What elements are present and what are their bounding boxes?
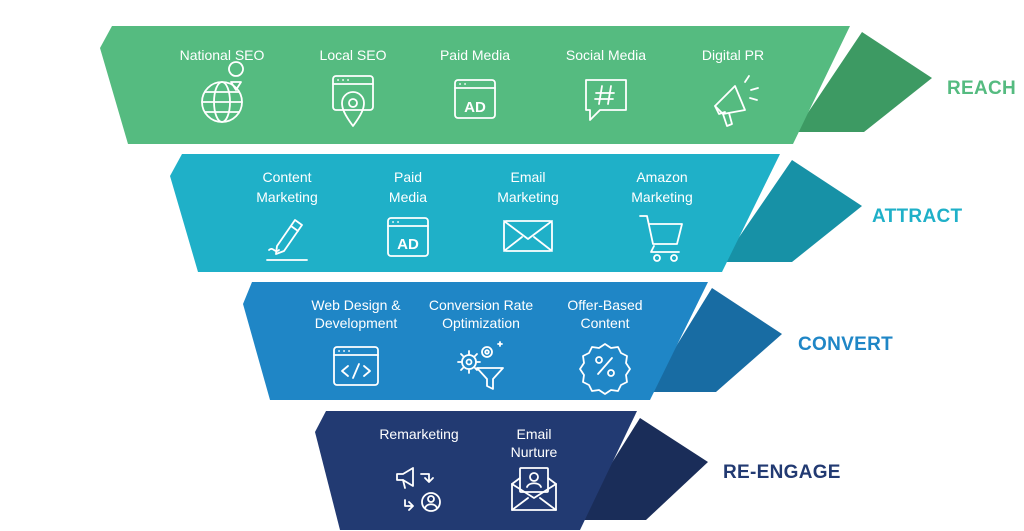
tier-convert-label: CONVERT (798, 334, 893, 355)
item-label-email-marketing-2: Marketing (497, 189, 558, 205)
item-label-email-nurture-2: Nurture (511, 444, 558, 460)
svg-text:AD: AD (464, 99, 486, 116)
tier-re-engage: RE-ENGAGE Remarketing Email Nurture (315, 411, 841, 530)
item-label-web-design-1: Web Design & (311, 297, 401, 313)
ad-window-icon: AD (454, 79, 496, 119)
item-label-email-marketing-1: Email (510, 169, 545, 185)
item-label-cro-1: Conversion Rate (429, 297, 533, 313)
item-label-paid-media: Paid Media (440, 47, 510, 63)
tier-reach-label: REACH (947, 78, 1016, 99)
tier-reach: REACH National SEO Local SEO Paid Media … (100, 26, 1016, 144)
gears-funnel-icon (457, 341, 504, 390)
item-label-amazon-marketing-2: Marketing (631, 189, 692, 205)
item-label-offer-content-2: Content (580, 315, 629, 331)
item-label-content-marketing-2: Marketing (256, 189, 317, 205)
item-label-email-nurture-1: Email (516, 426, 551, 442)
item-label-amazon-marketing-1: Amazon (636, 169, 687, 185)
hashtag-bubble-icon (585, 79, 627, 121)
tier-attract-shadow-band (722, 160, 862, 262)
item-label-content-marketing-1: Content (262, 169, 311, 185)
shopping-cart-icon (639, 215, 683, 262)
tier-attract-band (170, 154, 780, 272)
tier-convert: CONVERT Web Design & Development Convers… (243, 282, 893, 400)
item-label-local-seo: Local SEO (320, 47, 387, 63)
globe-pin-icon (201, 61, 244, 123)
pen-writing-icon (266, 219, 308, 261)
percent-badge-icon (579, 343, 631, 395)
envelope-icon (503, 220, 553, 252)
item-label-web-design-2: Development (315, 315, 398, 331)
megaphone-icon (714, 75, 759, 127)
item-label-social-media: Social Media (566, 47, 646, 63)
ad-window-icon: AD (387, 217, 429, 257)
item-label-digital-pr: Digital PR (702, 47, 764, 63)
item-label-paid-media-2: Media (389, 189, 427, 205)
item-label-national-seo: National SEO (180, 47, 265, 63)
item-label-offer-content-1: Offer-Based (567, 297, 642, 313)
item-label-paid-media-1: Paid (394, 169, 422, 185)
code-window-icon (333, 346, 379, 386)
tier-reach-band (100, 26, 850, 144)
user-envelope-icon (511, 467, 557, 511)
item-label-cro-2: Optimization (442, 315, 520, 331)
tier-re-engage-shadow-band (576, 418, 708, 520)
svg-text:AD: AD (397, 236, 419, 253)
tier-convert-band (243, 282, 708, 400)
tier-re-engage-label: RE-ENGAGE (723, 462, 841, 483)
tier-reach-shadow-band (795, 32, 932, 132)
megaphone-user-cycle-icon (396, 467, 441, 512)
tier-attract: ATTRACT Content Marketing Paid Media Ema… (170, 154, 962, 272)
browser-pin-icon (332, 75, 374, 127)
item-label-remarketing: Remarketing (379, 426, 458, 442)
tier-attract-label: ATTRACT (872, 206, 962, 227)
tier-convert-shadow-band (648, 288, 782, 392)
